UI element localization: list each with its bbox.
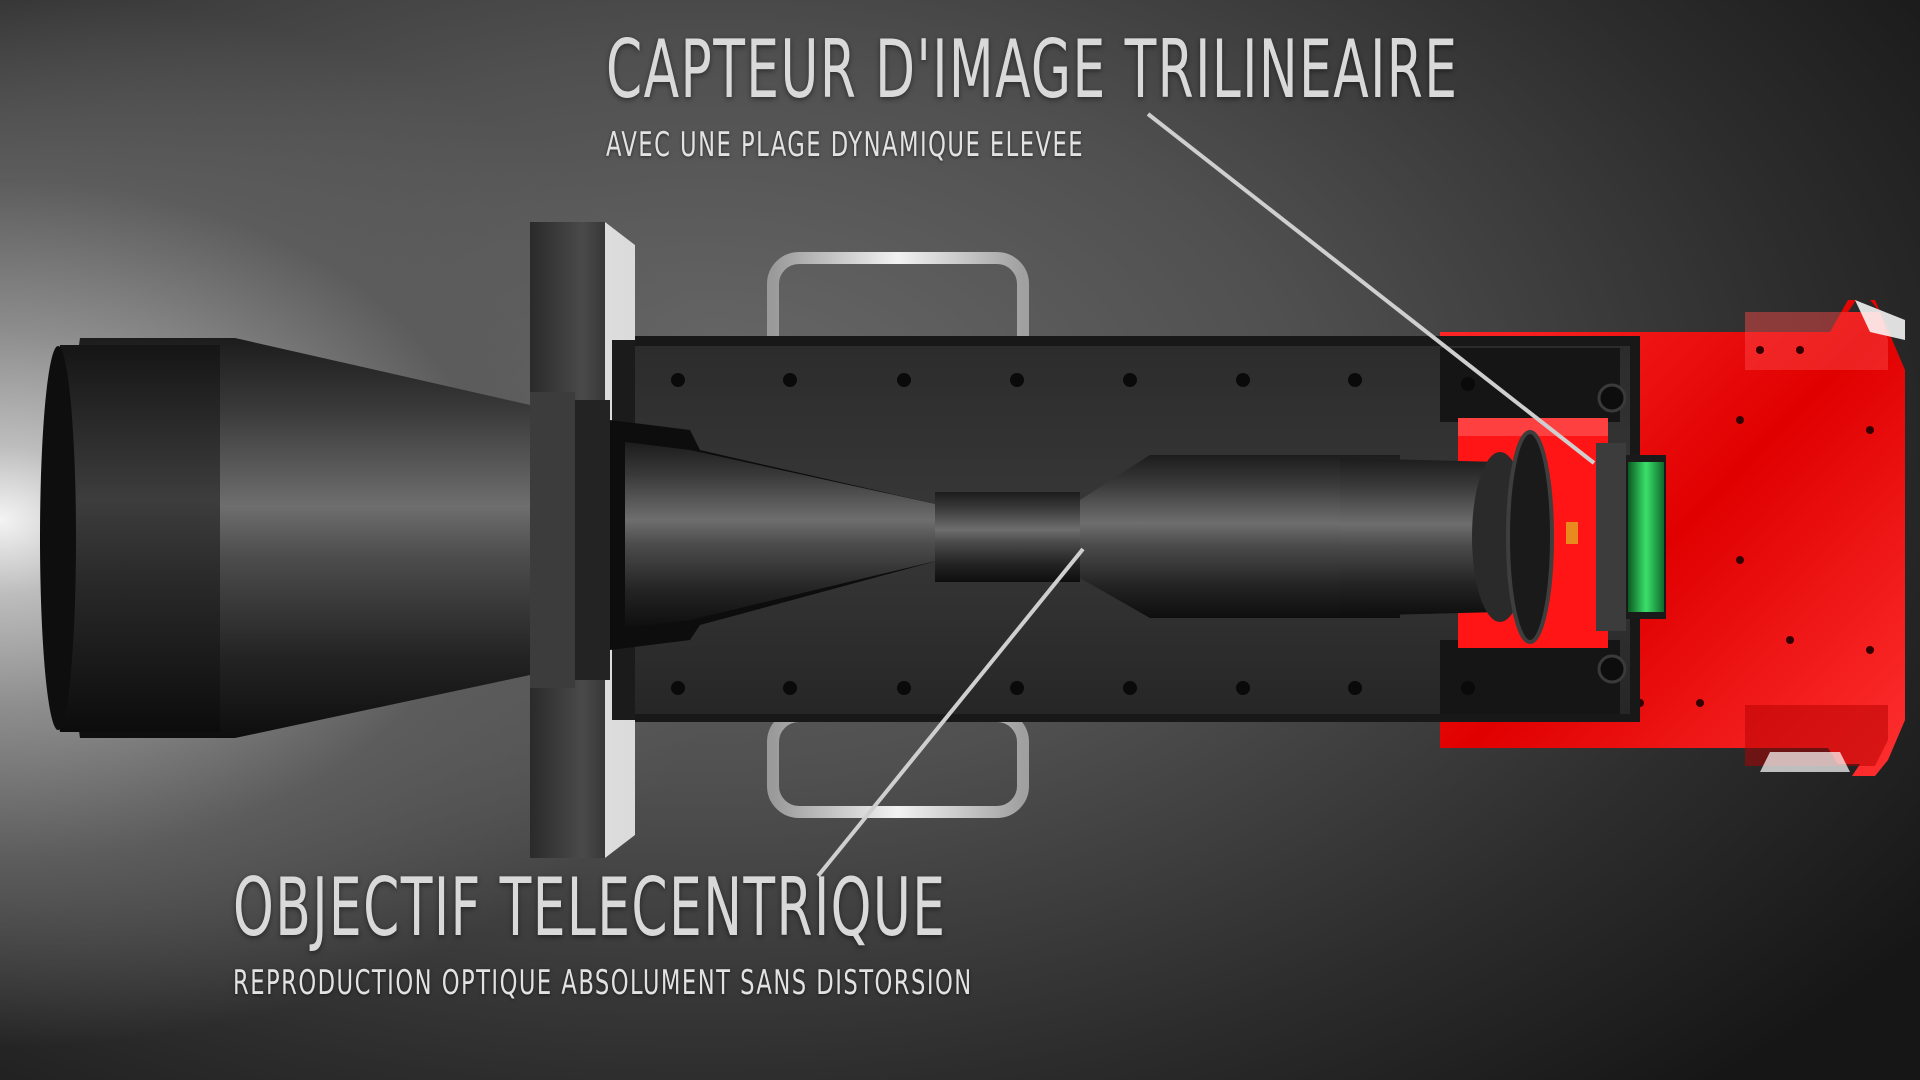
handle-bottom [767, 710, 1029, 818]
sensor-leader-line [1146, 112, 1596, 465]
sensor-callout: CAPTEUR D'IMAGE TRILINEAIRE AVEC UNE PLA… [606, 23, 1790, 165]
lens-callout-title: OBJECTIF TELECENTRIQUE [233, 861, 947, 954]
trilinear-sensor [1566, 443, 1666, 631]
lens-leader-line [816, 547, 1085, 878]
sensor-callout-title: CAPTEUR D'IMAGE TRILINEAIRE [606, 23, 1459, 116]
lens-callout-subtitle: REPRODUCTION OPTIQUE ABSOLUMENT SANS DIS… [233, 963, 973, 1003]
sensor-callout-subtitle: AVEC UNE PLAGE DYNAMIQUE ELEVEE [606, 125, 1085, 165]
telecentric-lens [40, 338, 1554, 738]
lens-callout: OBJECTIF TELECENTRIQUE REPRODUCTION OPTI… [233, 861, 1233, 1003]
